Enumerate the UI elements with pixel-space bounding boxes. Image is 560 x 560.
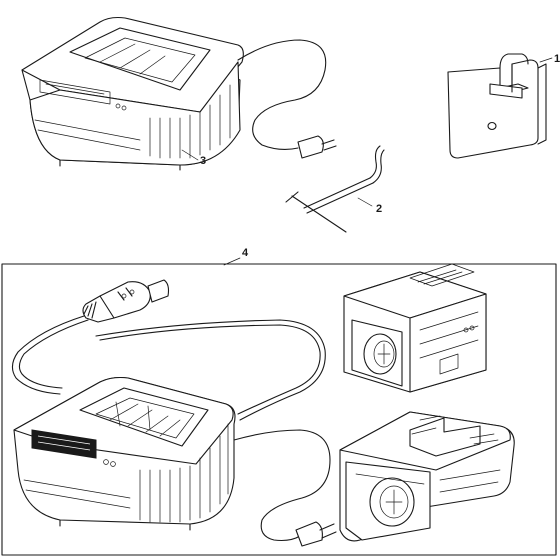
callout-2: 2 [376,203,382,215]
callout-4: 4 [242,247,249,259]
kit-charger[interactable] [13,376,236,531]
kit-battery-upper[interactable] [343,263,487,393]
part-2-t-key[interactable] [285,145,385,233]
kit-battery-lower[interactable] [339,411,515,542]
callout-1: 1 [554,53,560,65]
part-3-charger[interactable] [21,16,337,171]
kit-cable-connector[interactable] [11,279,326,421]
kit-power-cable-plug[interactable] [233,429,337,547]
kit-4-frame [1,263,557,556]
callout-3: 3 [200,155,206,167]
part-1-bracket[interactable] [447,53,547,159]
